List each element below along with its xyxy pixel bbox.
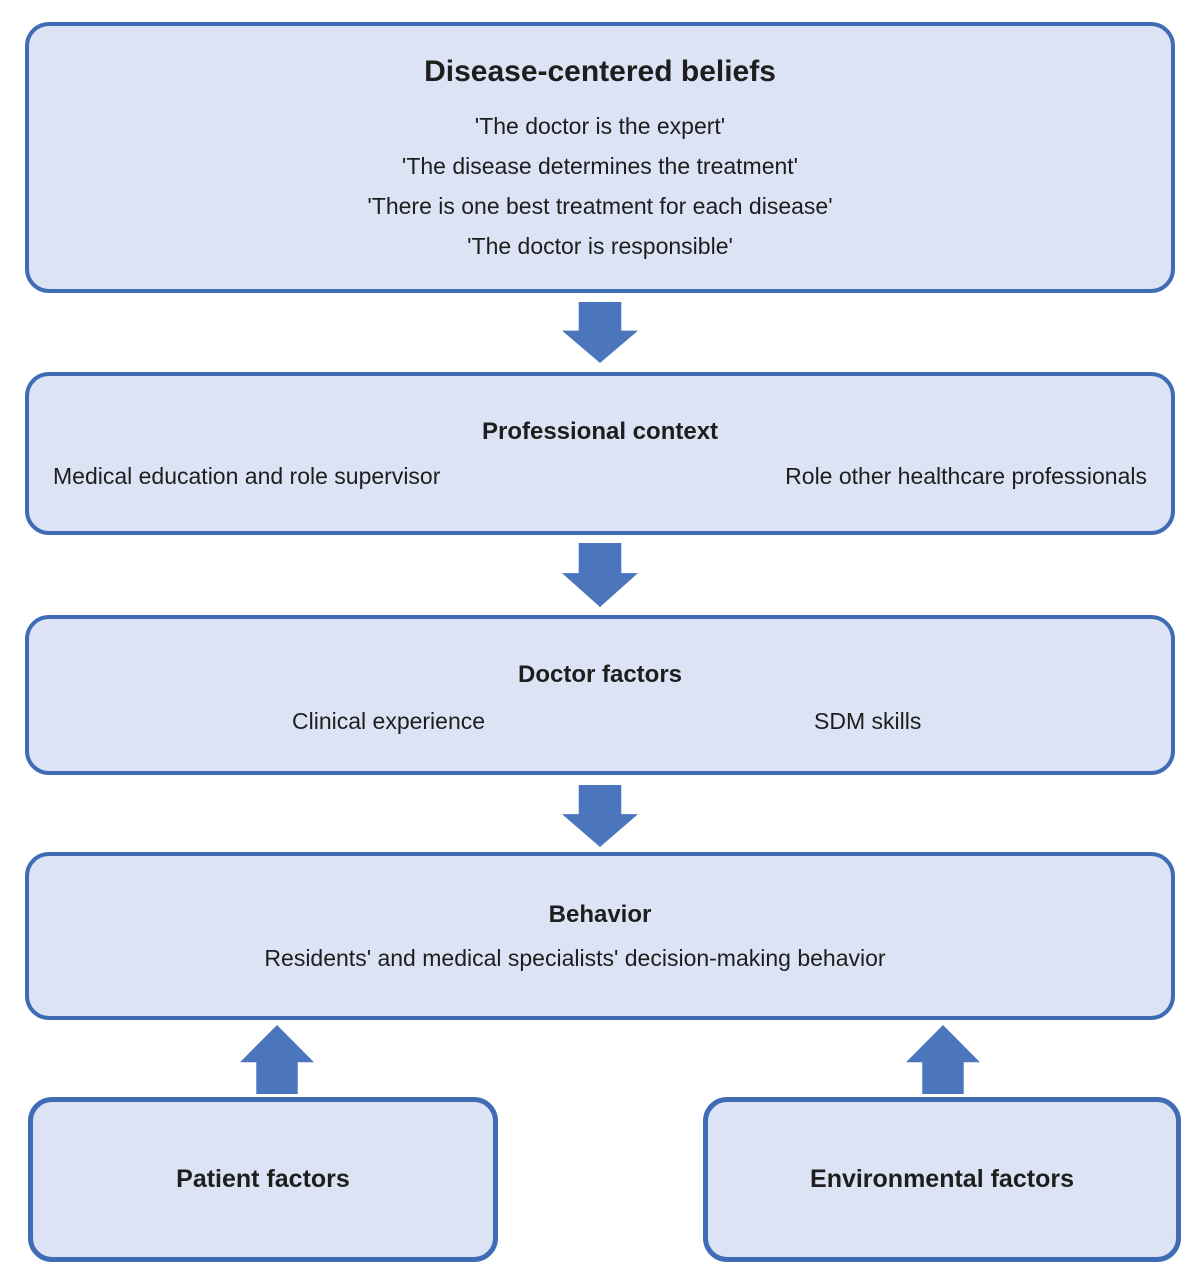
belief-item: 'The doctor is responsible' [467,233,733,259]
box-behavior: Behavior Residents' and medical speciali… [25,852,1175,1020]
belief-item: 'There is one best treatment for each di… [367,193,833,219]
environmental-factors-title: Environmental factors [810,1165,1074,1193]
down-arrow-icon [562,302,638,363]
behavior-subtitle: Residents' and medical specialists' deci… [264,945,886,971]
doctor-factors-left-label: Clinical experience [292,708,486,734]
up-arrow-icon [906,1025,980,1094]
professional-context-title: Professional context [481,418,719,445]
professional-context-row: Medical education and role supervisor Ro… [29,462,1171,490]
professional-context-right-label: Role other healthcare professionals [785,463,1147,489]
up-arrow-icon [240,1025,314,1094]
down-arrow-icon [562,785,638,847]
box-disease-centered-beliefs: Disease-centered beliefs 'The doctor is … [25,22,1175,293]
box-doctor-factors: Doctor factors Clinical experience SDM s… [25,615,1175,775]
beliefs-title: Disease-centered beliefs [424,55,776,88]
professional-context-left-label: Medical education and role supervisor [53,463,441,489]
behavior-title: Behavior [548,901,652,928]
doctor-factors-title: Doctor factors [517,661,683,688]
belief-item: 'The doctor is the expert' [474,113,726,139]
box-environmental-factors: Environmental factors [703,1097,1181,1262]
down-arrow-icon [562,543,638,607]
box-professional-context: Professional context Medical education a… [25,372,1175,535]
belief-item: 'The disease determines the treatment' [401,153,799,179]
patient-factors-title: Patient factors [176,1165,350,1193]
doctor-factors-right-label: SDM skills [814,708,922,734]
box-patient-factors: Patient factors [28,1097,498,1262]
